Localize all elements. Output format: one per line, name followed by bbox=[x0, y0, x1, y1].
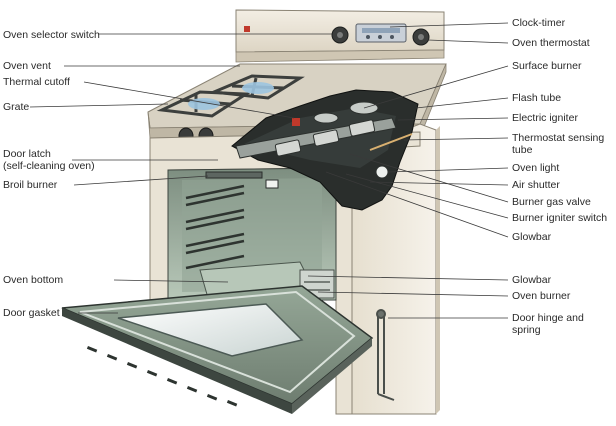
label-door-latch-line1: Door latch bbox=[3, 148, 51, 160]
thermal-cutoff bbox=[292, 118, 300, 126]
label-oven-vent: Oven vent bbox=[3, 60, 51, 72]
label-thermostat-sensing-tube-line2: tube bbox=[512, 144, 533, 156]
surface-burner-flames bbox=[188, 82, 274, 110]
label-door-hinge-line2: spring bbox=[512, 324, 541, 336]
thermostat-sensing-tube bbox=[369, 133, 413, 151]
door-hinge-spring bbox=[376, 309, 395, 401]
label-broil-burner: Broil burner bbox=[3, 179, 58, 191]
label-thermostat-sensing-tube-line1: Thermostat sensing bbox=[512, 132, 605, 144]
label-electric-igniter: Electric igniter bbox=[512, 112, 578, 124]
label-oven-selector-switch: Oven selector switch bbox=[3, 29, 100, 41]
label-burner-gas-valve: Burner gas valve bbox=[512, 196, 591, 208]
oven-selector-knob bbox=[331, 26, 349, 44]
label-flash-tube: Flash tube bbox=[512, 92, 562, 104]
label-door-hinge-line1: Door hinge and bbox=[512, 312, 584, 324]
door-vent-slots bbox=[86, 346, 238, 407]
oven-light bbox=[375, 165, 389, 179]
oven-thermostat-knob bbox=[412, 28, 430, 46]
label-thermostat-sensing-tube: Thermostat sensing tube bbox=[512, 132, 604, 156]
label-oven-thermostat: Oven thermostat bbox=[512, 37, 590, 49]
broil-burner bbox=[205, 171, 279, 189]
label-burner-igniter-switch: Burner igniter switch bbox=[512, 212, 608, 224]
brand-badge bbox=[244, 26, 250, 32]
door-window bbox=[117, 303, 304, 357]
label-air-shutter: Air shutter bbox=[512, 179, 560, 191]
label-grate: Grate bbox=[3, 101, 30, 113]
label-glowbar-lower: Glowbar bbox=[512, 274, 552, 286]
surface-burner-cutaway bbox=[313, 101, 379, 124]
label-door-gasket: Door gasket bbox=[3, 307, 60, 319]
label-oven-light: Oven light bbox=[512, 162, 560, 174]
leader-lines bbox=[29, 22, 509, 319]
oven-racks bbox=[185, 184, 245, 270]
burner-manifold bbox=[235, 117, 397, 159]
label-glowbar-upper: Glowbar bbox=[512, 231, 552, 243]
clock-timer-display bbox=[355, 23, 407, 43]
label-surface-burner: Surface burner bbox=[512, 60, 582, 72]
label-clock-timer: Clock-timer bbox=[512, 17, 566, 29]
label-oven-bottom: Oven bottom bbox=[3, 274, 64, 286]
label-door-hinge-and-spring: Door hinge and spring bbox=[512, 312, 584, 336]
label-oven-burner: Oven burner bbox=[512, 290, 571, 302]
label-door-latch: Door latch (self-cleaning oven) bbox=[3, 148, 95, 172]
label-thermal-cutoff: Thermal cutoff bbox=[3, 76, 70, 88]
label-door-latch-line2: (self-cleaning oven) bbox=[3, 160, 95, 172]
